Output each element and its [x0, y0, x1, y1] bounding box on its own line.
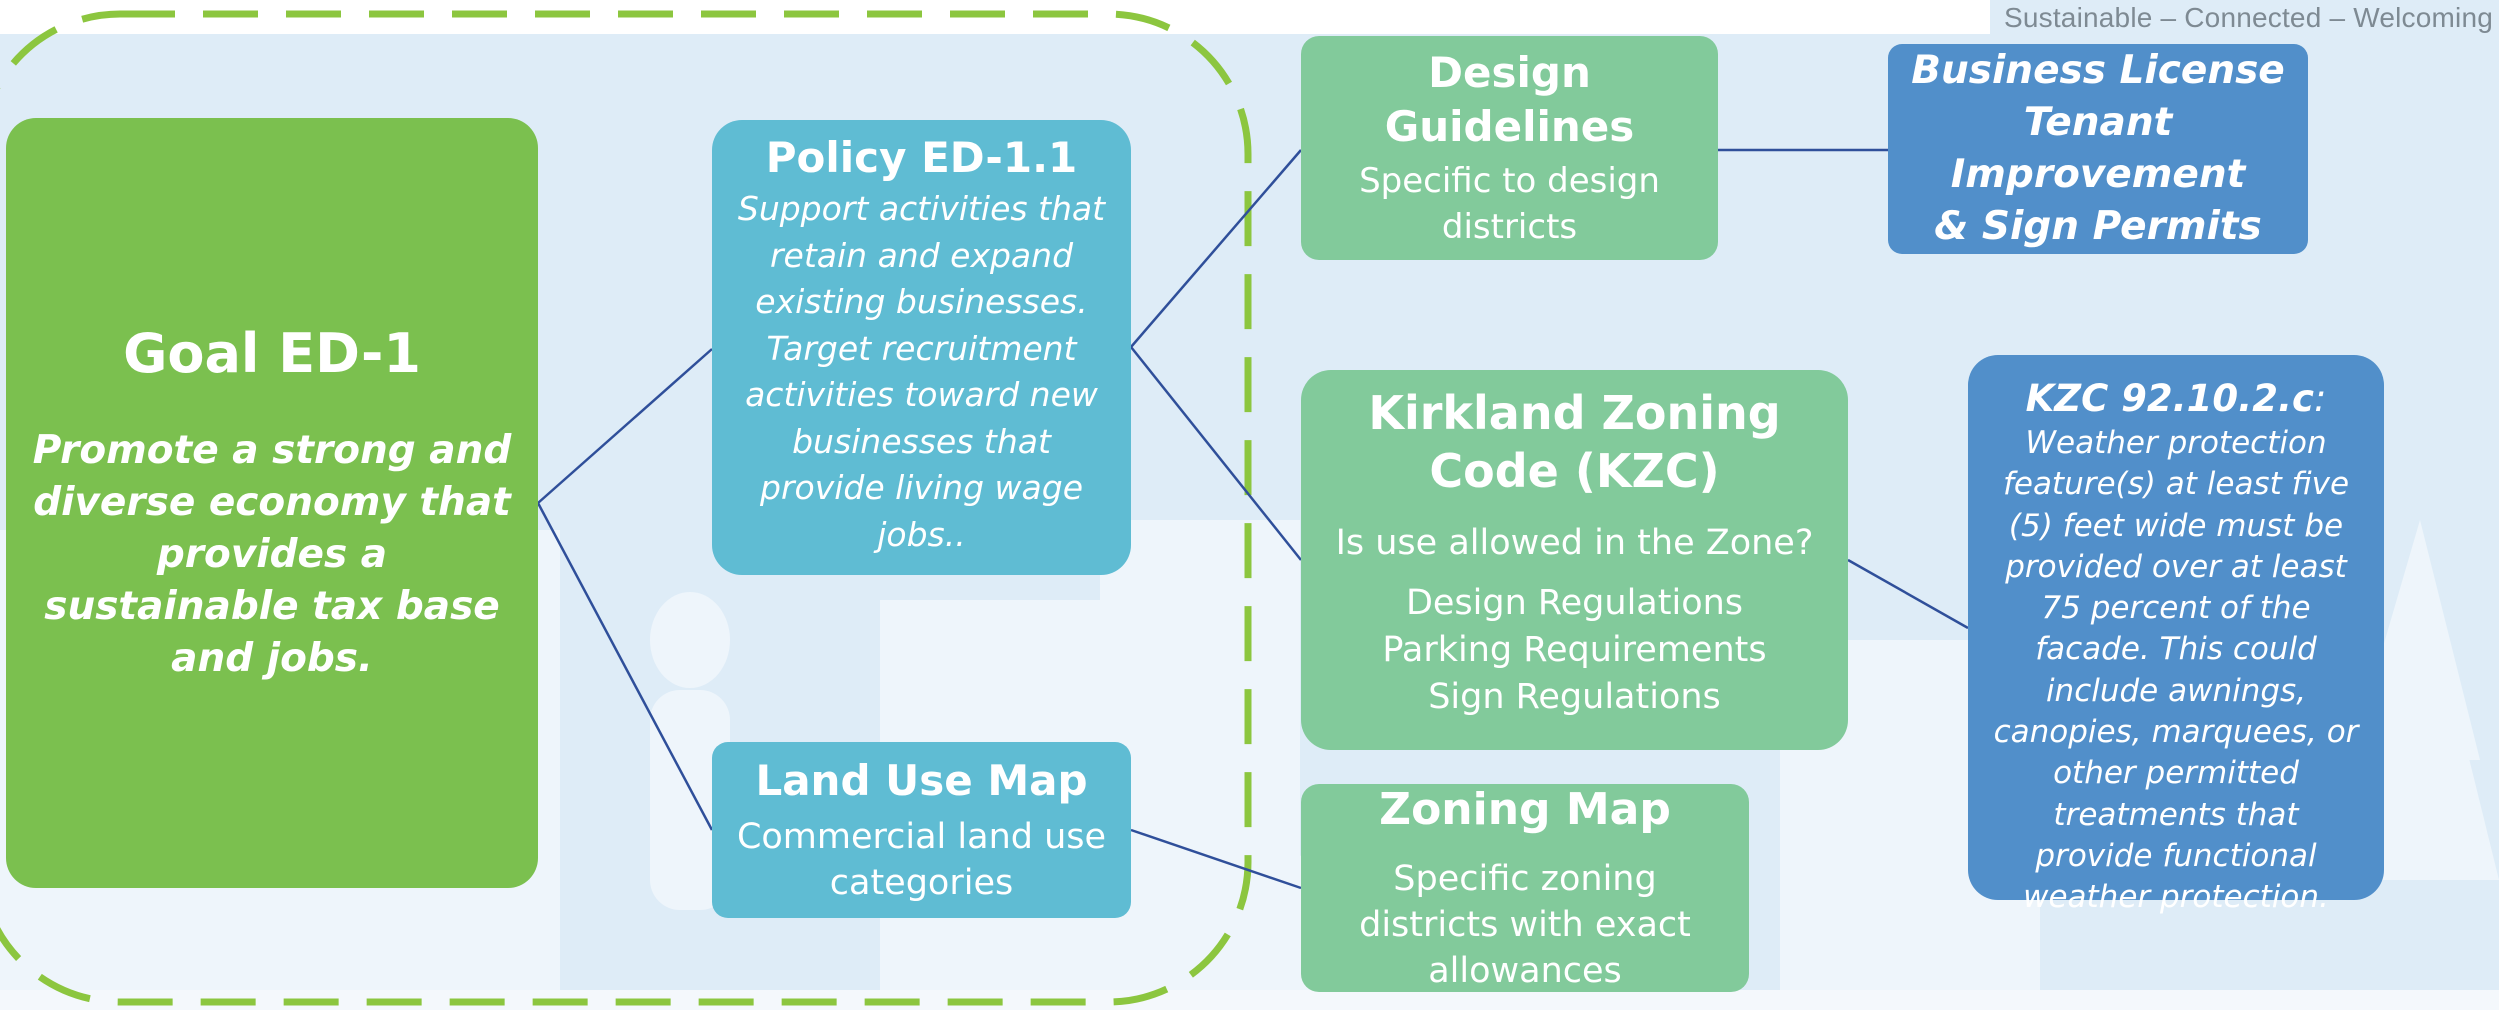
goal-text: Promote a strong and diverse economy tha… — [32, 427, 512, 681]
permits-line: Improvement — [1950, 152, 2246, 197]
kzc-item: Sign Regulations — [1428, 677, 1721, 717]
connector-goal-policy — [537, 348, 713, 504]
land-use-map-text: Commercial land use categories — [736, 817, 1107, 903]
permits-line: Business License — [1911, 48, 2285, 93]
land-use-map-box: Land Use Map Commercial land use categor… — [712, 742, 1131, 918]
design-guidelines-text: Specific to design districts — [1359, 161, 1660, 247]
kzc-detail-heading: KZC 92.10.2.c: — [2026, 377, 2327, 421]
zoning-map-box: Zoning Map Specific zoning districts wit… — [1301, 784, 1749, 992]
zoning-map-text: Specific zoning districts with exact all… — [1359, 859, 1691, 991]
kzc-item: Design Regulations — [1405, 583, 1744, 623]
connector-kzc-detail — [1847, 558, 1969, 630]
kzc-item: Parking Requirements — [1382, 630, 1767, 670]
connector-landuse-zoning — [1130, 828, 1302, 890]
policy-text: Support activities that retain and expan… — [737, 189, 1106, 554]
land-use-map-title: Land Use Map — [755, 756, 1088, 805]
kzc-question: Is use allowed in the Zone? — [1335, 523, 1814, 563]
policy-title: Policy ED-1.1 — [765, 133, 1078, 182]
kzc-item-list: Design Regulations Parking Requirements … — [1382, 580, 1766, 721]
goal-title: Goal ED-1 — [123, 321, 421, 385]
goal-box: Goal ED-1 Promote a strong and diverse e… — [6, 118, 538, 888]
permits-box: Business License Tenant Improvement & Si… — [1888, 44, 2308, 254]
connector-goal-landuse — [536, 502, 714, 831]
permits-line: Tenant — [2023, 100, 2173, 145]
connector-policy-design — [1130, 149, 1302, 348]
kzc-detail-title-suffix: : — [2313, 377, 2327, 420]
kzc-detail-box: KZC 92.10.2.c: Weather protection featur… — [1968, 355, 2384, 915]
tagline: Sustainable – Connected – Welcoming — [2003, 2, 2493, 33]
zoning-map-title: Zoning Map — [1379, 784, 1671, 835]
kzc-title: Kirkland Zoning Code (KZC) — [1368, 386, 1781, 498]
design-guidelines-box: Design Guidelines Specific to design dis… — [1301, 36, 1718, 260]
kzc-detail-text: Weather protection feature(s) at least f… — [1993, 425, 2359, 916]
kzc-detail-title: KZC 92.10.2.c — [2025, 377, 2314, 420]
design-guidelines-title: Design Guidelines — [1384, 48, 1635, 151]
permits-line: & Sign Permits — [1934, 204, 2262, 249]
kzc-box: Kirkland Zoning Code (KZC) Is use allowe… — [1301, 370, 1848, 750]
policy-box: Policy ED-1.1 Support activities that re… — [712, 120, 1131, 575]
connector-policy-kzc — [1130, 346, 1302, 561]
